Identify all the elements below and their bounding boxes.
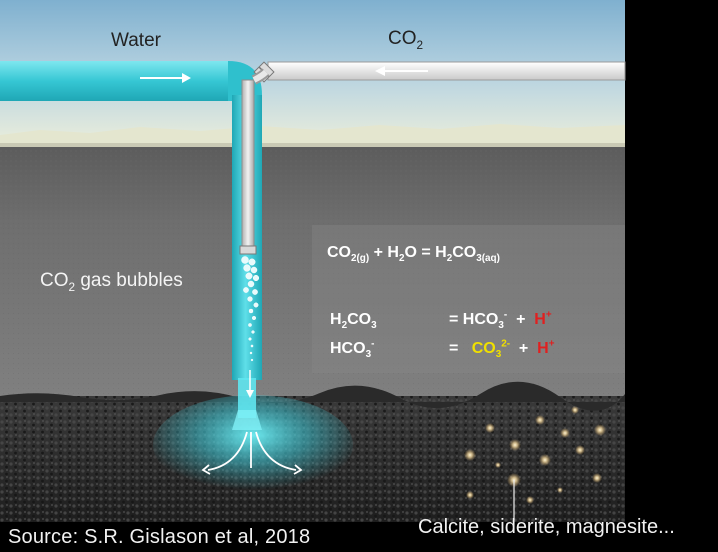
equation-carbonic-acid-rhs: = HCO3- + H+ [449, 309, 552, 332]
arrow-down-icon [246, 370, 254, 398]
water-label: Water [111, 30, 161, 51]
spread-arrows-icon [201, 431, 303, 475]
co2-pipe-vertical [241, 79, 255, 249]
minerals-caption: Calcite, siderite, magnesite... [418, 516, 675, 538]
co2-nozzle [239, 245, 257, 255]
equation-carbonic-acid-lhs: H2CO3 [330, 311, 377, 332]
bubble-icon [241, 256, 260, 362]
equation-panel [312, 225, 625, 373]
equation-bicarbonate-lhs: HCO3- [330, 338, 375, 361]
landscape-band [0, 124, 625, 146]
arrow-right-icon [140, 73, 191, 83]
equation-dissolution: CO2(g) + H2O = H2CO3(aq) [327, 244, 500, 265]
water-pipe-horizontal [0, 61, 228, 101]
source-caption: Source: S.R. Gislason et al, 2018 [0, 522, 400, 552]
mineral-sparkle-icon [464, 406, 606, 504]
arrow-left-icon [375, 66, 428, 76]
co2-label: CO2 [388, 28, 424, 52]
equation-bicarbonate-rhs: = CO32- + H+ [449, 338, 555, 361]
co2-bubbles-label: CO2 gas bubbles [40, 270, 183, 294]
co2-pipe-horizontal [267, 61, 626, 81]
